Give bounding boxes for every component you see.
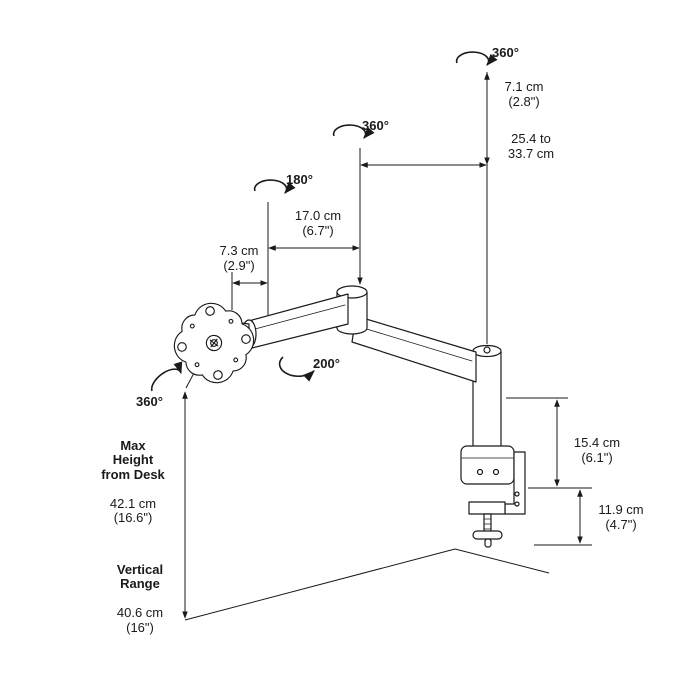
rotation-label-vesa-360: 360°	[136, 394, 163, 409]
rotate-180-arrow-icon	[253, 179, 296, 194]
rotation-label-200: 200°	[313, 356, 340, 371]
rotation-arrows	[150, 51, 498, 392]
rotation-label-top-360: 360°	[492, 45, 519, 60]
monitor-arm-hardware	[173, 285, 526, 548]
dim-reach-label: 25.4 to 33.7 cm	[507, 131, 555, 161]
vesa-plate	[173, 302, 255, 384]
clamp-lower-jaw	[468, 501, 506, 515]
dim-arm-label: 17.0 cm (6.7")	[294, 208, 342, 238]
dim-vesa-offset-label: 7.3 cm (2.9")	[219, 243, 259, 273]
rotate-360-vesa-arrow-icon	[150, 361, 183, 392]
rotation-label-mid-360: 360°	[362, 118, 389, 133]
clamp-screw-knob	[472, 530, 503, 540]
rotate-360-mid-arrow-icon	[332, 124, 375, 139]
rotate-360-top-arrow-icon	[455, 51, 498, 66]
max-height-value: 42.1 cm (16.6")	[109, 495, 157, 526]
dim-below-desk-label: 11.9 cm (4.7")	[598, 502, 644, 532]
vertical-range-title: Vertical Range	[116, 561, 164, 592]
vertical-range-value: 40.6 cm (16")	[116, 605, 164, 635]
desk-perspective-lines	[184, 548, 550, 621]
vertical-range-block: Vertical Range 40.6 cm (16")	[82, 548, 198, 650]
desk-clamp	[460, 445, 526, 548]
lower-arm-segment	[351, 315, 477, 383]
rotate-200-arrow-icon	[278, 356, 315, 382]
max-height-block: Max Height from Desk 42.1 cm (16.6")	[75, 424, 191, 540]
rotation-label-180: 180°	[286, 172, 313, 187]
max-height-title: Max Height from Desk	[101, 437, 165, 482]
dimension-lines	[182, 72, 592, 619]
dim-pole-top-label: 7.1 cm (2.8")	[504, 79, 544, 109]
dim-pole-height-label: 15.4 cm (6.1")	[573, 435, 621, 465]
mounting-pole	[472, 344, 502, 449]
upper-arm-segment	[251, 293, 349, 349]
